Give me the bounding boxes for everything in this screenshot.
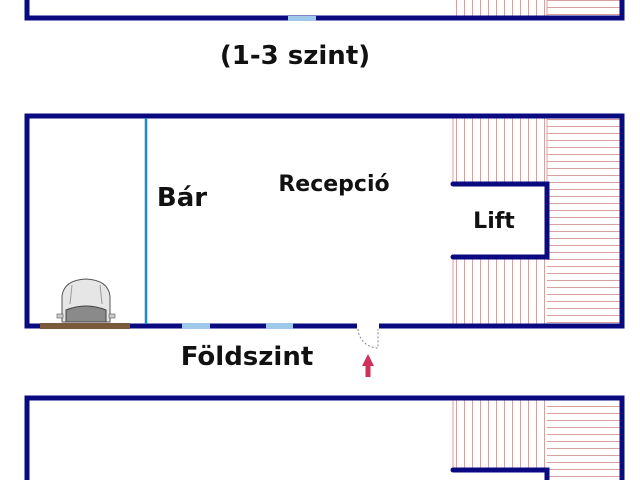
- outer-wall: [24, 113, 625, 329]
- upper-floor-plan: [24, 0, 625, 21]
- entrance-arrow-icon: [362, 354, 374, 377]
- wall: [24, 395, 625, 480]
- stair-hatch: [453, 400, 547, 470]
- car-icon: [56, 278, 116, 323]
- window: [266, 323, 293, 329]
- bar-counter: [40, 323, 130, 329]
- lower-floor-plan: [24, 395, 625, 480]
- stair-hatch: [547, 400, 622, 480]
- stair-hatch: [453, 118, 547, 184]
- room-label-lift: Lift: [473, 209, 515, 234]
- entrance-door: [357, 323, 379, 329]
- ground-floor-plan: [24, 113, 625, 377]
- room-label-bar: Bár: [157, 183, 207, 213]
- lift-shaft-wall: [450, 181, 550, 260]
- window: [182, 323, 210, 329]
- wall: [24, 0, 625, 21]
- stair-hatch: [453, 0, 547, 18]
- window: [288, 16, 316, 21]
- ground-floor-label: Földszint: [181, 342, 314, 372]
- upper-floor-label: (1-3 szint): [220, 41, 370, 71]
- door-swing: [357, 328, 379, 349]
- stair-hatch: [453, 257, 547, 325]
- stair-hatch: [547, 118, 622, 325]
- stair-hatch: [547, 0, 622, 18]
- lift-shaft-wall: [450, 467, 550, 480]
- room-label-reception: Recepció: [278, 172, 389, 197]
